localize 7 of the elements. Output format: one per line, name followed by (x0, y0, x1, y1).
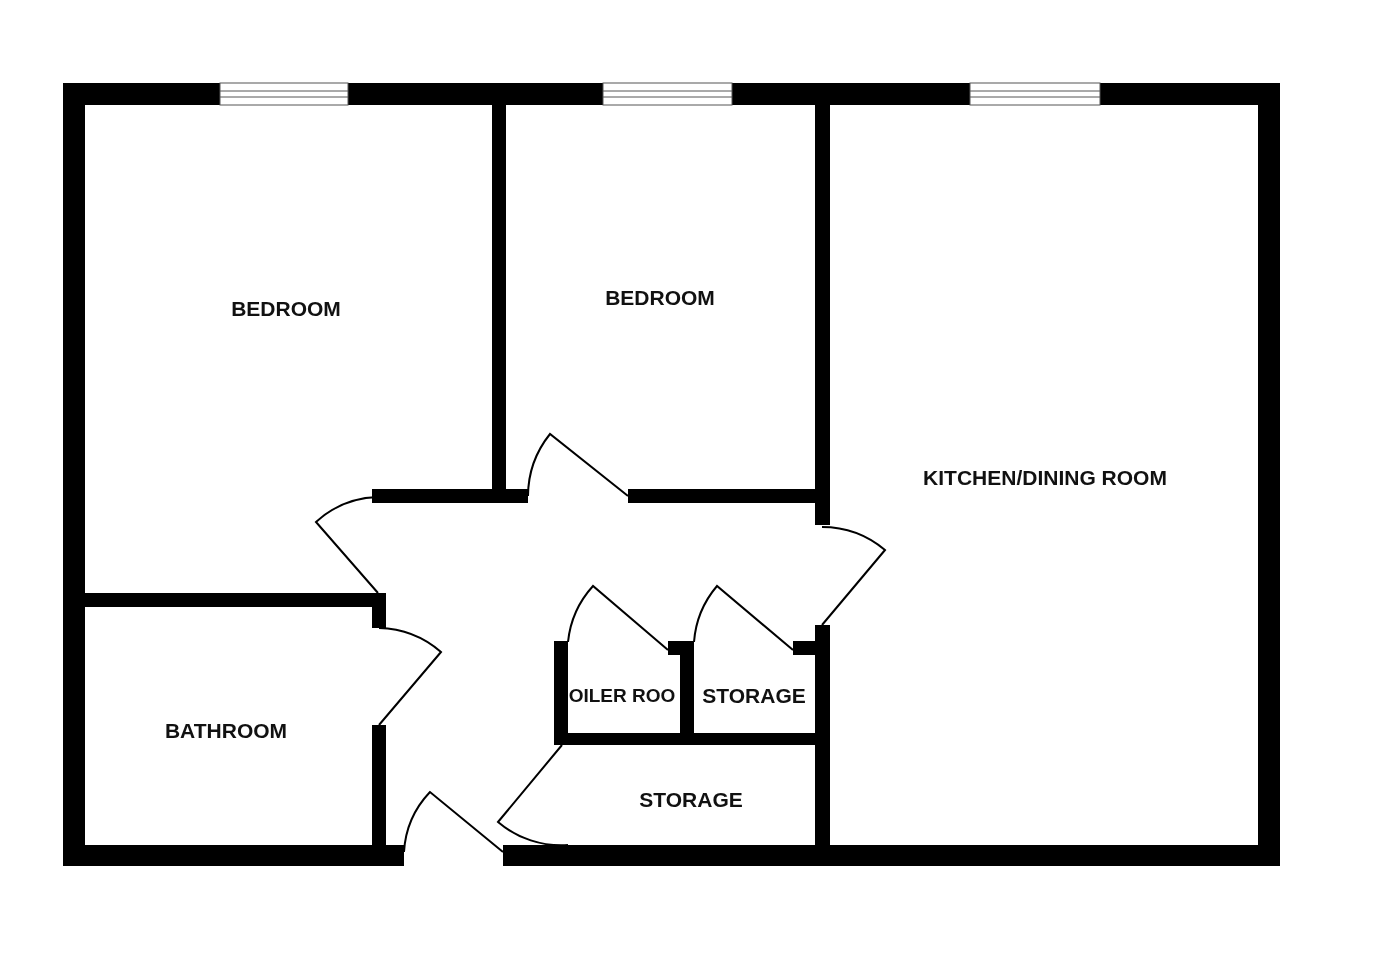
room-label: STORAGE (639, 788, 743, 810)
room-label: STORAGE (702, 684, 806, 706)
room-label: KITCHEN/DINING ROOM (923, 466, 1167, 488)
room-label: BEDROOM (231, 297, 341, 319)
room-label: BATHROOM (164, 719, 288, 741)
room-label: BEDROOM (605, 286, 715, 308)
room-label: OILER ROO (568, 685, 676, 705)
